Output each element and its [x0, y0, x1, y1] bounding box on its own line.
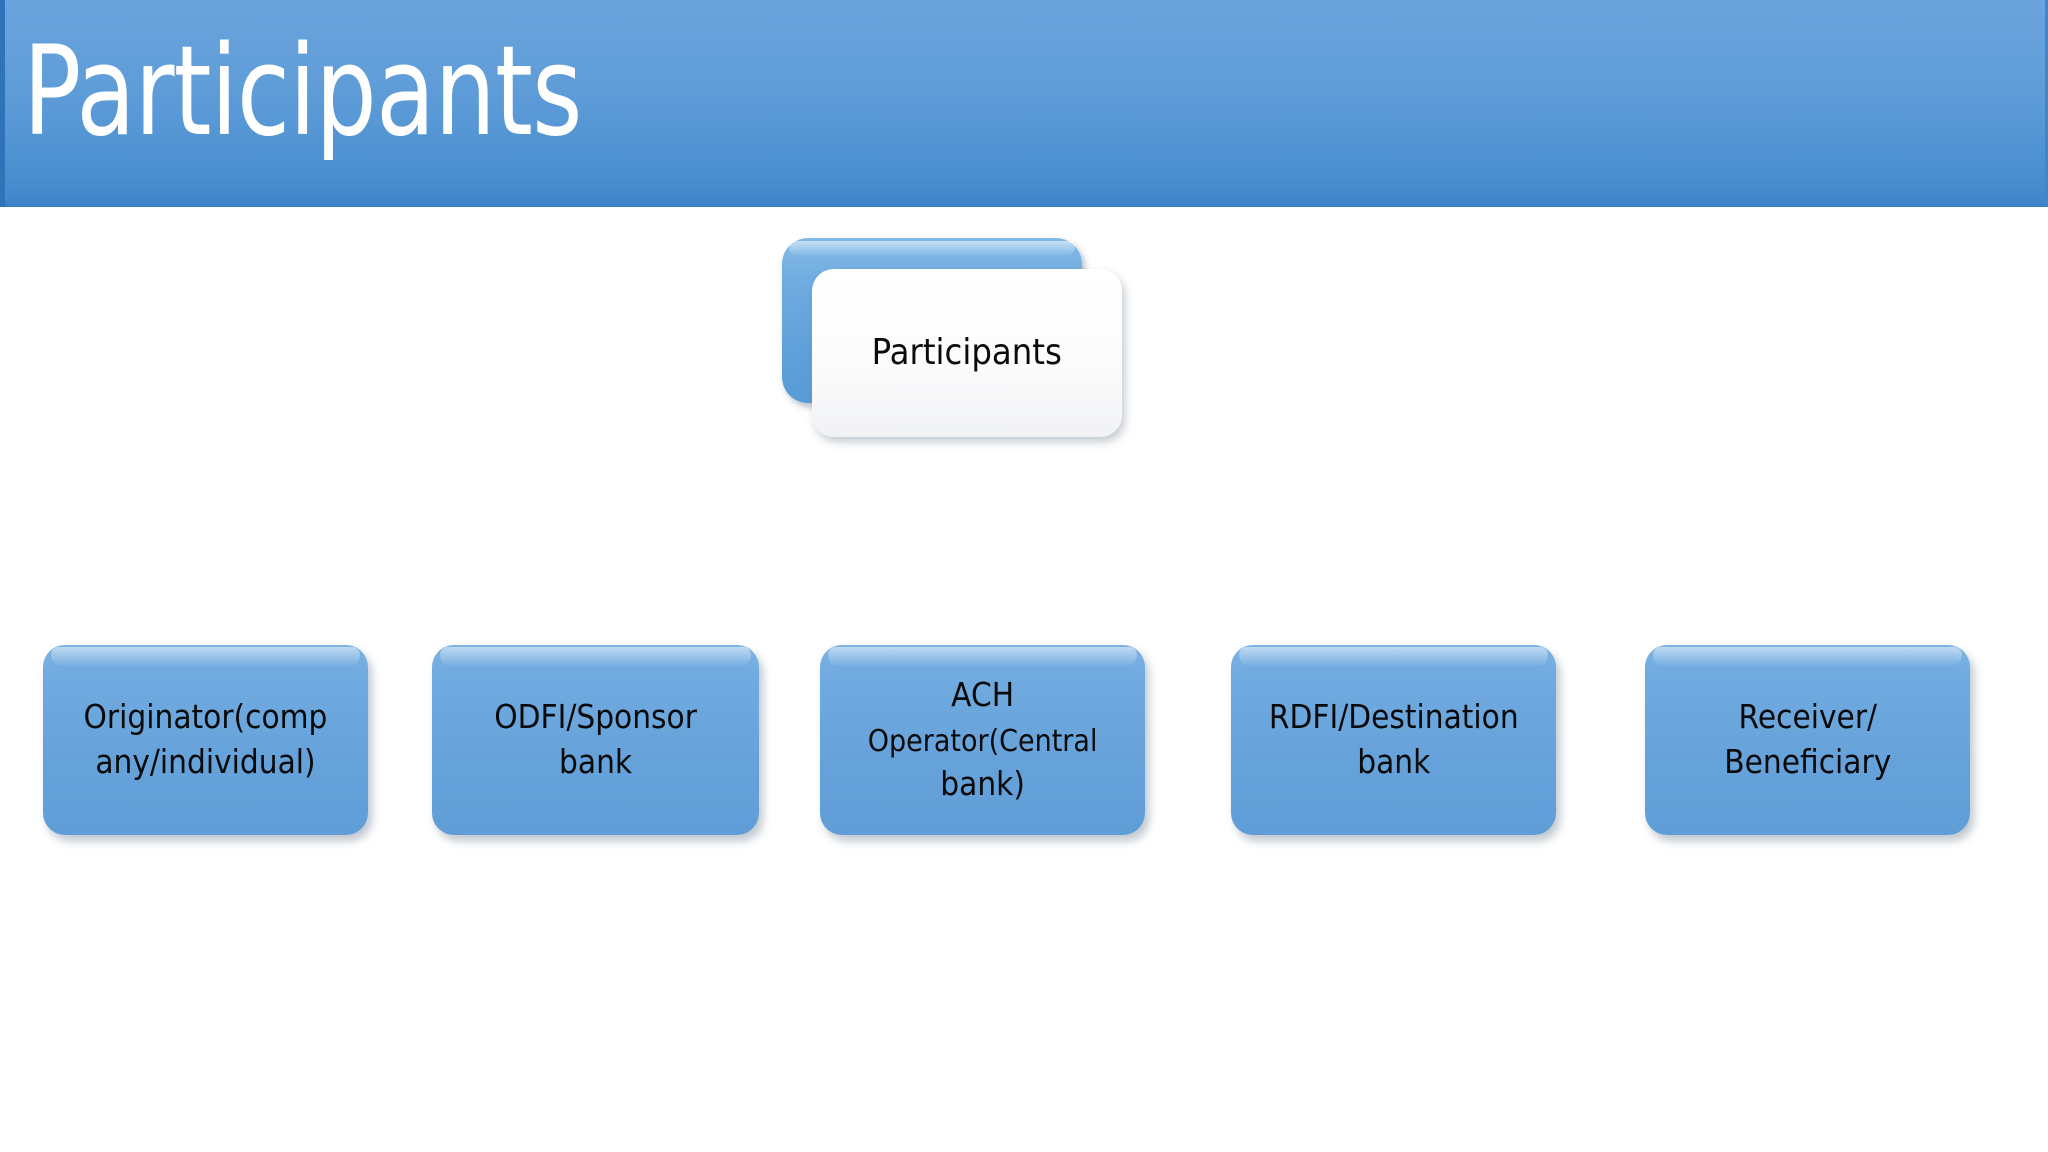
- root-node-front-card[interactable]: Participants: [812, 269, 1122, 437]
- root-node-label: Participants: [871, 332, 1063, 374]
- page-title: Participants: [23, 20, 583, 164]
- participant-box-label: Receiver/Beneficiary: [1723, 697, 1892, 781]
- slide-title-banner: Participants: [0, 0, 2048, 207]
- participant-box-receiver[interactable]: Receiver/Beneficiary: [1645, 645, 1970, 835]
